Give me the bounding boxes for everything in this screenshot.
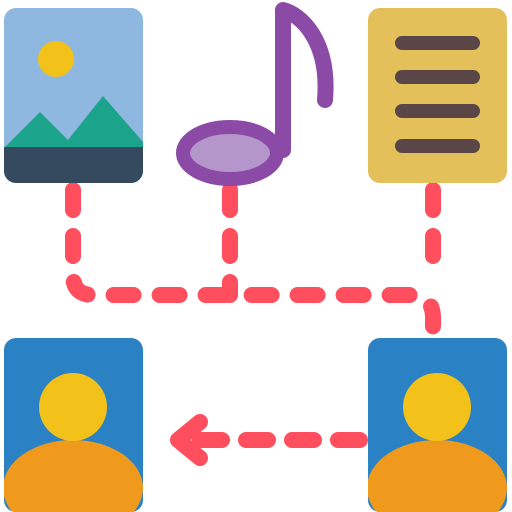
avatar-head-icon [403,373,471,441]
image-file-icon [4,8,143,183]
image-ground [4,147,143,183]
user-card-left-icon [4,338,143,512]
avatar-body-icon [368,440,507,512]
connector-lines [65,182,441,448]
music-note-icon [176,2,334,186]
document-lines-icon [395,36,480,153]
share-arrow-icon [170,414,208,466]
user-card-right-icon [368,338,507,512]
avatar-head-icon [39,373,107,441]
avatar-body-icon [4,440,143,512]
connector-image-path [65,182,441,345]
image-sun-icon [38,41,74,77]
document-file-icon [368,8,507,183]
image-mountains-icon [4,96,143,150]
